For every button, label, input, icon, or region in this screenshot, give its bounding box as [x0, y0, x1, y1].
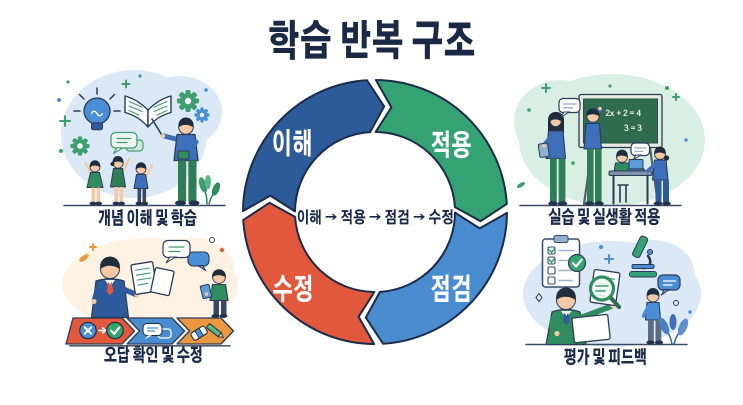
scene-concept-illustration [57, 70, 226, 207]
sparkle-icon [121, 79, 131, 89]
cycle-center-text: 이해 → 적용 → 점검 → 수정 [296, 210, 454, 227]
person-standing-figure [641, 288, 664, 345]
scene-practice-illustration: 2x + 2 = 4 3 = 3 [514, 74, 705, 207]
person-with-magnifier-figure [545, 287, 616, 346]
lightbulb-icon [73, 87, 121, 131]
speech-bubble-icon [558, 97, 581, 118]
leaf-icon [79, 254, 89, 262]
page-title: 학습 반복 구조 [267, 24, 476, 65]
correct-icon [106, 321, 124, 340]
wrong-icon [79, 321, 97, 340]
sparkle-icon [672, 93, 680, 101]
cycle-label-revise: 수정 [272, 274, 313, 306]
book-icon [124, 95, 172, 128]
circle-accent [673, 300, 679, 306]
speech-bubble-icon [630, 142, 651, 161]
dot-accent [204, 88, 208, 92]
sparkle-icon [541, 83, 551, 93]
sparkle-icon [604, 254, 614, 264]
leaf-icon [516, 182, 526, 188]
gear-icon [70, 136, 90, 156]
student-figure [84, 160, 104, 206]
eraser-icon [190, 325, 208, 341]
cycle-segment-apply [374, 79, 508, 223]
desk [608, 170, 653, 205]
caption-correction: 오답 확인 및 수정 [103, 346, 203, 366]
dot-accent [665, 86, 669, 90]
dot-accent [571, 161, 575, 165]
dot-accent [57, 98, 61, 102]
dot-accent [684, 138, 688, 142]
student-with-tablet-figure [199, 269, 229, 318]
teacher-at-board-figure [583, 106, 604, 206]
board-equation-1: 2x + 2 = 4 [605, 109, 641, 118]
plant-icon [658, 314, 689, 345]
magnifier-icon [588, 275, 622, 310]
arrow-icon [98, 327, 107, 334]
person-with-tablet-figure [537, 112, 568, 206]
feedback-bubble-icon [142, 323, 172, 340]
cycle-label-check: 점검 [430, 274, 471, 306]
student-figure [133, 162, 154, 206]
microscope-icon [629, 235, 657, 278]
cycle-segment-check [364, 211, 508, 345]
speech-bubble-icon [162, 239, 210, 272]
board-equation-2: 3 = 3 [624, 124, 642, 133]
gear-icon [194, 107, 210, 123]
sparkle-icon [59, 115, 71, 127]
cycle-label-apply: 적용 [430, 130, 471, 162]
circle-accent [209, 237, 215, 243]
caption-practice: 실습 및 실생활 적용 [548, 208, 660, 228]
person-with-papers-figure [90, 256, 140, 319]
laptop-icon [627, 159, 645, 172]
sparkle-icon [89, 243, 97, 251]
sparkle-icon [535, 292, 543, 303]
speech-bubble-icon [657, 274, 681, 297]
cycle-segment-revise [242, 201, 376, 345]
cycle-diagram: 이해 적용 점검 수정 [242, 79, 508, 345]
gear-icon [177, 90, 199, 112]
cycle-segment-understand [242, 79, 386, 213]
cycle-label-understand: 이해 [271, 129, 312, 161]
caption-feedback: 평가 및 피드백 [563, 348, 647, 368]
pointer-stick [151, 118, 164, 138]
plant-icon [198, 175, 221, 205]
dot-accent [599, 245, 603, 249]
student-figure [110, 156, 131, 206]
dot-accent [219, 247, 225, 253]
dot-accent [59, 149, 63, 153]
dot-accent [138, 74, 142, 78]
dot-accent [688, 310, 692, 314]
caption-concept: 개념 이해 및 학습 [97, 209, 197, 229]
dot-accent [608, 84, 612, 88]
scene-feedback-illustration [523, 235, 701, 347]
dot-accent [66, 80, 70, 84]
dot-accent [527, 108, 531, 112]
pencil-icon [206, 323, 225, 339]
speech-bubble-icon [110, 131, 144, 155]
document-icon [150, 267, 175, 297]
clipboard-icon [541, 235, 587, 288]
student-standing-figure [645, 146, 671, 206]
teacher-figure [151, 117, 200, 206]
small-book [177, 150, 190, 160]
scene-correction-illustration [62, 237, 238, 347]
